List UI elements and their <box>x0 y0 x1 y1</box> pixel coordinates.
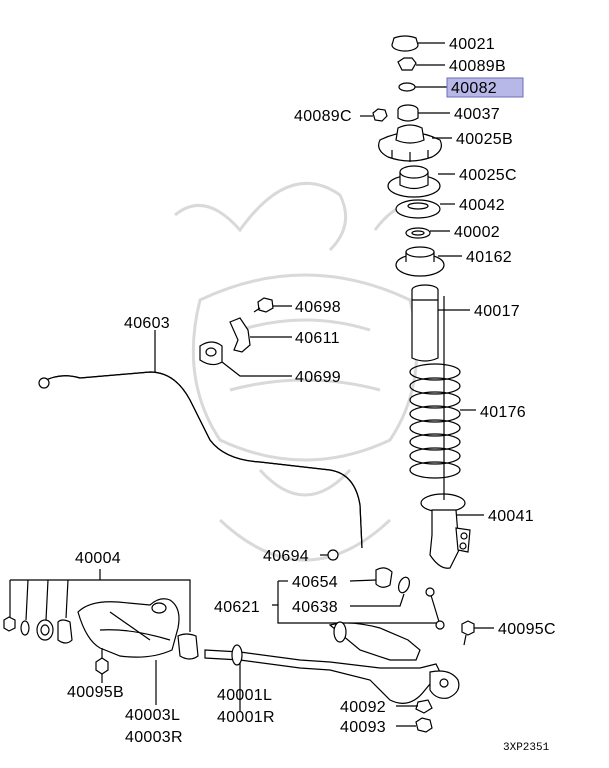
highlight-40082 <box>446 77 524 98</box>
label-40003L: 40003L <box>125 707 180 724</box>
label-40698: 40698 <box>295 299 341 316</box>
part-40089C-nut[interactable] <box>372 108 388 122</box>
part-40638-ring[interactable] <box>397 576 412 594</box>
label-40082: 40082 <box>451 80 497 97</box>
label-40021: 40021 <box>449 36 495 53</box>
label-40001R: 40001R <box>217 709 275 726</box>
part-40042-seat[interactable] <box>395 199 441 219</box>
label-40089C: 40089C <box>294 108 352 125</box>
part-40003-bracket[interactable] <box>77 598 180 658</box>
label-40017: 40017 <box>474 303 520 320</box>
label-40001L: 40001L <box>217 687 272 704</box>
label-40603: 40603 <box>124 315 170 332</box>
label-40654: 40654 <box>292 574 338 591</box>
label-40042: 40042 <box>459 197 505 214</box>
part-40037-bushing[interactable] <box>397 104 419 122</box>
part-40092-washer[interactable] <box>415 699 433 714</box>
label-40041: 40041 <box>488 508 534 525</box>
label-40092: 40092 <box>340 699 386 716</box>
part-40021-cap[interactable] <box>391 35 419 52</box>
part-40002-bearing[interactable] <box>405 227 431 239</box>
label-40002: 40002 <box>454 224 500 241</box>
label-40093: 40093 <box>340 719 386 736</box>
label-40095B: 40095B <box>67 684 124 701</box>
part-40162-spring-seat[interactable] <box>395 246 445 277</box>
part-40089B-nut[interactable] <box>397 57 417 71</box>
label-40037: 40037 <box>454 106 500 123</box>
label-40699: 40699 <box>295 369 341 386</box>
part-40004-bushing-kit[interactable] <box>3 616 199 660</box>
label-40694: 40694 <box>263 548 309 565</box>
part-40694-nut[interactable] <box>327 549 339 561</box>
part-40017-dust-boot[interactable] <box>411 284 439 362</box>
label-40162: 40162 <box>466 249 512 266</box>
part-40095B-bolt[interactable] <box>95 648 109 675</box>
part-40095C-bolt[interactable] <box>461 620 475 646</box>
part-40082-washer[interactable] <box>398 82 416 92</box>
part-40041-strut[interactable] <box>420 296 471 569</box>
part-40611-bracket[interactable] <box>229 317 251 353</box>
part-40025B-mount[interactable] <box>378 124 442 162</box>
part-40025C-insulator[interactable] <box>387 165 441 198</box>
label-40638: 40638 <box>292 599 338 616</box>
diagram-code: 3XP2351 <box>503 742 550 754</box>
label-40089B: 40089B <box>449 58 506 75</box>
label-40025B: 40025B <box>456 131 513 148</box>
part-40699-bushing[interactable] <box>199 341 223 366</box>
part-40001-lower-arm[interactable] <box>204 621 460 704</box>
label-40003R: 40003R <box>125 729 183 746</box>
label-40025C: 40025C <box>459 167 517 184</box>
part-40603-stabilizer-bar[interactable] <box>38 371 363 549</box>
part-40654-bushing[interactable] <box>375 567 393 588</box>
label-40095C: 40095C <box>498 621 556 638</box>
label-40621: 40621 <box>214 599 260 616</box>
part-40093-nut[interactable] <box>415 717 433 733</box>
label-40611: 40611 <box>295 330 340 347</box>
watermark-emblem <box>174 181 432 562</box>
label-40176: 40176 <box>480 404 526 421</box>
part-40176-coil-spring[interactable] <box>409 363 461 479</box>
part-40698-bolt[interactable] <box>253 297 274 313</box>
stabilizer-link[interactable] <box>425 587 445 630</box>
label-40004: 40004 <box>75 550 121 567</box>
